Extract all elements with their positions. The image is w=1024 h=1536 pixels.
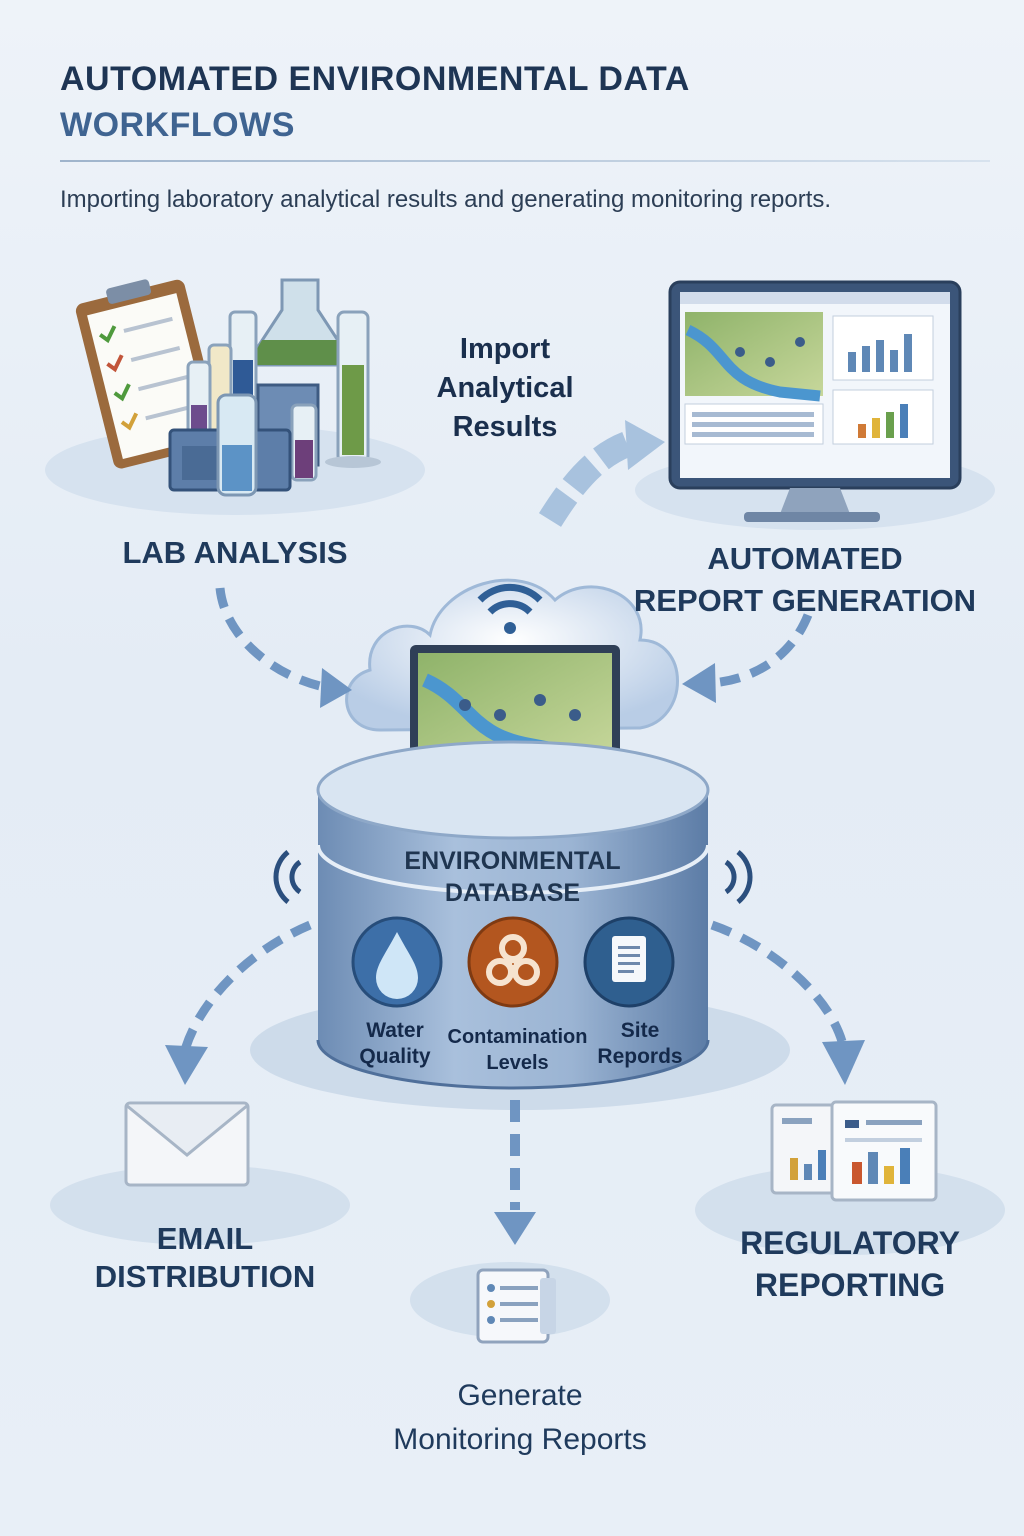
site-reports-line-2: Repords [597, 1045, 683, 1068]
email-line-1: EMAIL [156, 1221, 254, 1256]
import-arrow [538, 427, 644, 527]
import-arrowhead [625, 420, 665, 470]
report-gen-line-1: AUTOMATED [707, 541, 903, 576]
envelope-icon [124, 1101, 250, 1187]
checklist-icon [476, 1268, 556, 1344]
db-item-water-quality: Water Quality [340, 1018, 450, 1070]
lab-to-db-arrow [215, 587, 331, 693]
email-shadow [50, 1165, 350, 1245]
email-line-2: DISTRIBUTION [94, 1259, 316, 1294]
database-line-1: ENVIRONMENTAL [404, 847, 621, 875]
email-distribution-label: EMAIL DISTRIBUTION [70, 1220, 340, 1296]
report-to-db-arrow [711, 613, 813, 688]
database-title: ENVIRONMENTAL DATABASE [360, 845, 665, 909]
report-gen-line-2: REPORT GENERATION [633, 583, 977, 618]
lab-analysis-label: LAB ANALYSIS [122, 535, 348, 570]
subtitle: Importing laboratory analytical results … [60, 186, 832, 213]
contamination-line-1: Contamination [447, 1026, 588, 1048]
title-line-1: AUTOMATED ENVIRONMENTAL DATA [60, 60, 690, 98]
database-cylinder [316, 740, 710, 1090]
report-charts-icon [770, 1100, 938, 1202]
import-results-label: Import Analytical Results [410, 330, 600, 447]
database-line-2: DATABASE [444, 879, 581, 907]
import-line-2: Analytical [436, 372, 574, 404]
water-quality-line-2: Quality [359, 1045, 431, 1068]
db-item-contamination-levels: Contamination Levels [440, 1024, 595, 1076]
title-line-2: WORKFLOWS [60, 106, 295, 144]
lab-equipment-icon [75, 278, 381, 497]
title-divider [60, 160, 990, 162]
monitoring-line-2: Monitoring Reports [393, 1423, 647, 1456]
signal-right-icon [724, 850, 753, 904]
regulatory-line-1: REGULATORY [740, 1225, 960, 1261]
water-quality-line-1: Water [366, 1019, 424, 1042]
regulatory-line-2: REPORTING [754, 1267, 946, 1303]
db-to-regulatory-arrow [710, 920, 848, 1047]
monitoring-reports-label: Generate Monitoring Reports [355, 1374, 685, 1462]
signal-left-icon [273, 850, 302, 904]
report-generation-label: AUTOMATED REPORT GENERATION [630, 538, 980, 622]
desktop-monitor-icon [668, 280, 962, 522]
monitoring-line-1: Generate [457, 1379, 583, 1412]
contamination-line-2: Levels [486, 1052, 549, 1074]
db-to-email-arrow [180, 920, 312, 1052]
import-line-1: Import [459, 333, 551, 365]
db-item-site-reports: Site Repords [585, 1018, 695, 1070]
page-title: AUTOMATED ENVIRONMENTAL DATA WORKFLOWS [60, 56, 690, 148]
site-reports-line-1: Site [620, 1019, 660, 1042]
import-line-3: Results [452, 411, 558, 443]
regulatory-reporting-label: REGULATORY REPORTING [715, 1222, 985, 1306]
